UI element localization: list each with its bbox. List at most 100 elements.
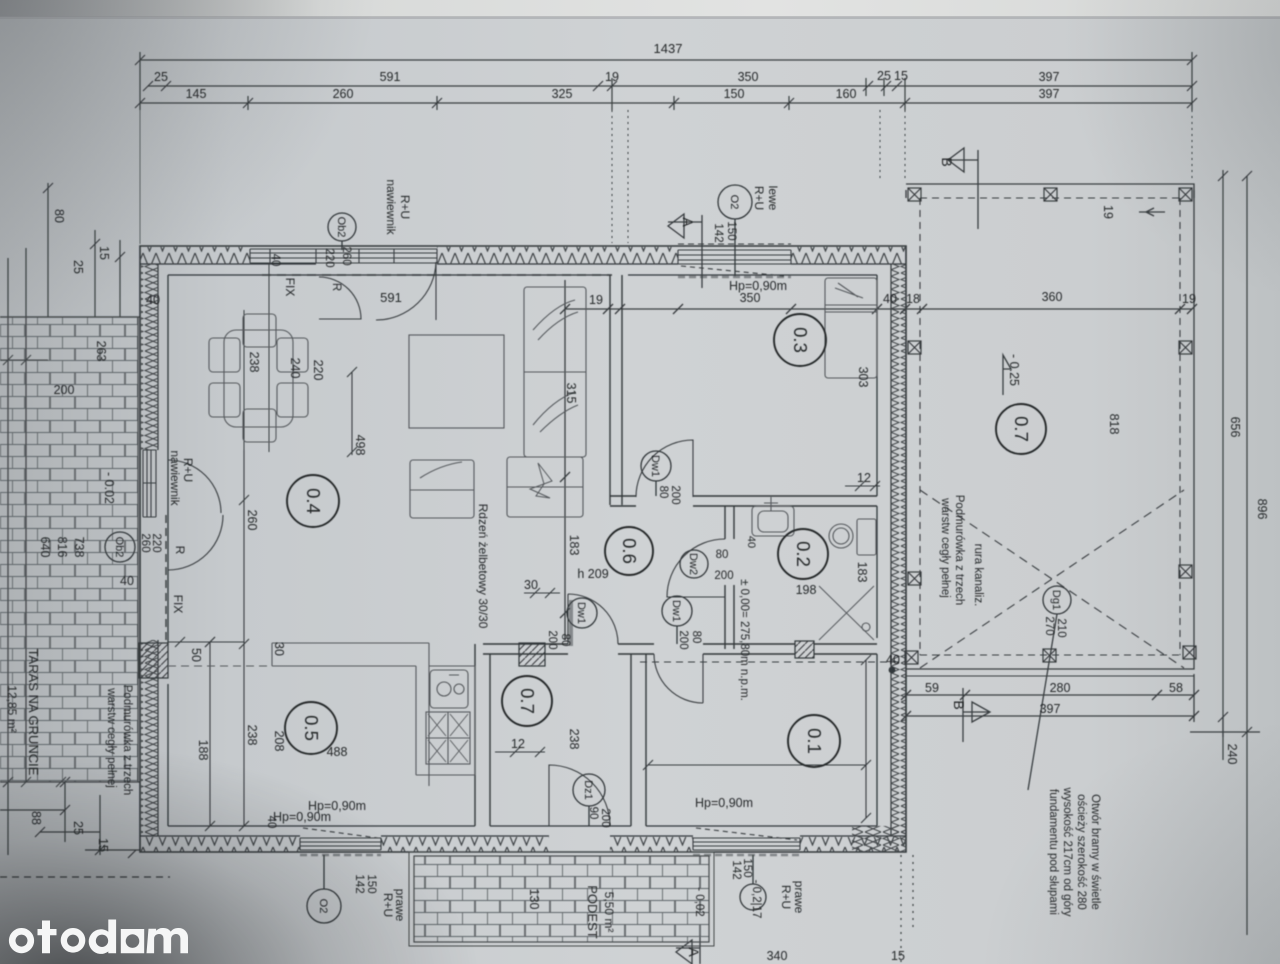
svg-text:183: 183 [855, 562, 869, 583]
svg-text:59: 59 [925, 681, 939, 695]
svg-text:150: 150 [724, 87, 745, 101]
svg-text:12: 12 [511, 737, 525, 751]
svg-text:h 209: h 209 [577, 567, 608, 581]
svg-text:350: 350 [738, 70, 759, 84]
svg-text:340: 340 [767, 949, 788, 963]
svg-text:0.6: 0.6 [619, 538, 640, 564]
svg-text:183: 183 [567, 535, 581, 556]
svg-text:360: 360 [1042, 290, 1063, 304]
svg-text:0.3: 0.3 [790, 327, 811, 353]
svg-text:200: 200 [677, 630, 689, 649]
svg-text:260: 260 [340, 246, 352, 265]
svg-text:160: 160 [836, 87, 857, 101]
svg-text:R+U: R+U [181, 458, 195, 482]
svg-text:TARAS NA GRUNCIE: TARAS NA GRUNCIE [26, 649, 41, 776]
svg-text:40: 40 [886, 653, 900, 667]
svg-text:± 0,00= 275,80m n.p.m.: ± 0,00= 275,80m n.p.m. [738, 579, 750, 701]
svg-text:Podmurówka z trzech: Podmurówka z trzech [953, 495, 965, 606]
svg-text:15: 15 [891, 949, 905, 963]
svg-text:80: 80 [690, 631, 702, 644]
svg-text:260: 260 [245, 510, 259, 531]
svg-text:200: 200 [599, 808, 611, 827]
svg-text:R+U: R+U [398, 195, 412, 219]
svg-text:200: 200 [669, 485, 681, 504]
svg-text:Dw2: Dw2 [687, 553, 699, 575]
svg-text:80: 80 [657, 486, 669, 499]
svg-text:0.1: 0.1 [804, 728, 825, 754]
svg-text:Hp=0,90m: Hp=0,90m [729, 279, 787, 293]
svg-text:Ob2: Ob2 [335, 217, 347, 238]
svg-text:- 0,02: - 0,02 [693, 887, 705, 916]
svg-text:238: 238 [245, 725, 259, 746]
svg-text:220: 220 [323, 248, 335, 267]
svg-text:30: 30 [272, 642, 286, 656]
svg-text:Dw1: Dw1 [670, 600, 682, 622]
svg-text:640: 640 [38, 537, 52, 558]
svg-text:lewe: lewe [766, 186, 780, 211]
svg-text:A: A [680, 217, 696, 227]
svg-text:816: 816 [55, 537, 69, 558]
svg-text:0.5: 0.5 [301, 715, 322, 741]
svg-text:238: 238 [567, 729, 581, 750]
svg-text:50: 50 [189, 648, 203, 662]
svg-text:15: 15 [894, 69, 908, 83]
svg-text:80: 80 [716, 549, 729, 561]
svg-text:238: 238 [247, 352, 261, 373]
svg-text:0.2: 0.2 [793, 541, 814, 567]
svg-text:40: 40 [269, 254, 281, 267]
svg-text:270: 270 [1043, 616, 1055, 635]
svg-text:200: 200 [54, 383, 75, 397]
svg-text:150: 150 [725, 221, 737, 240]
svg-text:B: B [951, 700, 967, 709]
svg-text:315: 315 [564, 383, 578, 404]
svg-text:rura kanaliz.: rura kanaliz. [972, 544, 984, 607]
svg-text:FIX: FIX [283, 278, 297, 297]
svg-text:Hp=0,90m: Hp=0,90m [695, 796, 753, 810]
svg-text:wysokość 217cm od góry: wysokość 217cm od góry [1061, 786, 1073, 916]
svg-text:0.7: 0.7 [1011, 416, 1032, 442]
svg-text:Dw1: Dw1 [649, 455, 661, 477]
svg-text:25: 25 [877, 69, 891, 83]
svg-text:Dg1: Dg1 [1050, 590, 1062, 610]
svg-text:ościeży szerokość 280: ościeży szerokość 280 [1075, 794, 1087, 910]
svg-text:Otwór bramy w świetle: Otwór bramy w świetle [1089, 794, 1101, 910]
svg-text:5,50 m²: 5,50 m² [602, 892, 616, 933]
svg-text:200: 200 [714, 570, 733, 582]
svg-text:40: 40 [146, 293, 160, 307]
svg-text:738: 738 [72, 537, 86, 558]
svg-text:40: 40 [745, 536, 757, 548]
svg-text:240: 240 [1225, 744, 1239, 765]
svg-text:80: 80 [559, 634, 571, 647]
svg-text:15: 15 [97, 246, 111, 260]
svg-text:Rdzeń żelbetowy 30/30: Rdzeń żelbetowy 30/30 [476, 504, 490, 629]
svg-text:150: 150 [741, 858, 753, 877]
svg-text:130: 130 [527, 889, 541, 910]
svg-text:591: 591 [380, 70, 401, 84]
svg-text:263: 263 [94, 341, 108, 362]
svg-text:R: R [173, 546, 187, 555]
svg-text:818: 818 [1107, 414, 1121, 435]
svg-text:142: 142 [730, 860, 742, 879]
svg-text:R+U: R+U [752, 186, 766, 210]
svg-text:896: 896 [1255, 499, 1269, 520]
svg-text:350: 350 [740, 291, 761, 305]
svg-text:591: 591 [380, 290, 402, 305]
svg-text:- 0.02: - 0.02 [102, 472, 116, 504]
svg-text:30: 30 [524, 578, 538, 592]
svg-text:Dw1: Dw1 [575, 602, 587, 624]
svg-text:58: 58 [1169, 681, 1183, 695]
svg-text:19: 19 [1101, 205, 1115, 219]
svg-text:80: 80 [52, 209, 66, 223]
svg-text:142: 142 [712, 223, 724, 242]
svg-text:- 0,2|17: - 0,2|17 [750, 880, 762, 919]
svg-text:40: 40 [883, 292, 897, 306]
svg-text:B: B [939, 157, 955, 166]
svg-text:nawiewnik: nawiewnik [168, 450, 182, 506]
svg-text:40: 40 [120, 574, 134, 588]
svg-text:12,85 m²: 12,85 m² [5, 685, 19, 732]
svg-text:397: 397 [1039, 70, 1060, 84]
svg-text:90: 90 [587, 807, 599, 820]
svg-text:R+U: R+U [779, 885, 793, 909]
svg-text:O2: O2 [728, 195, 740, 210]
svg-text:fundamentu pod słupami: fundamentu pod słupami [1047, 789, 1059, 915]
